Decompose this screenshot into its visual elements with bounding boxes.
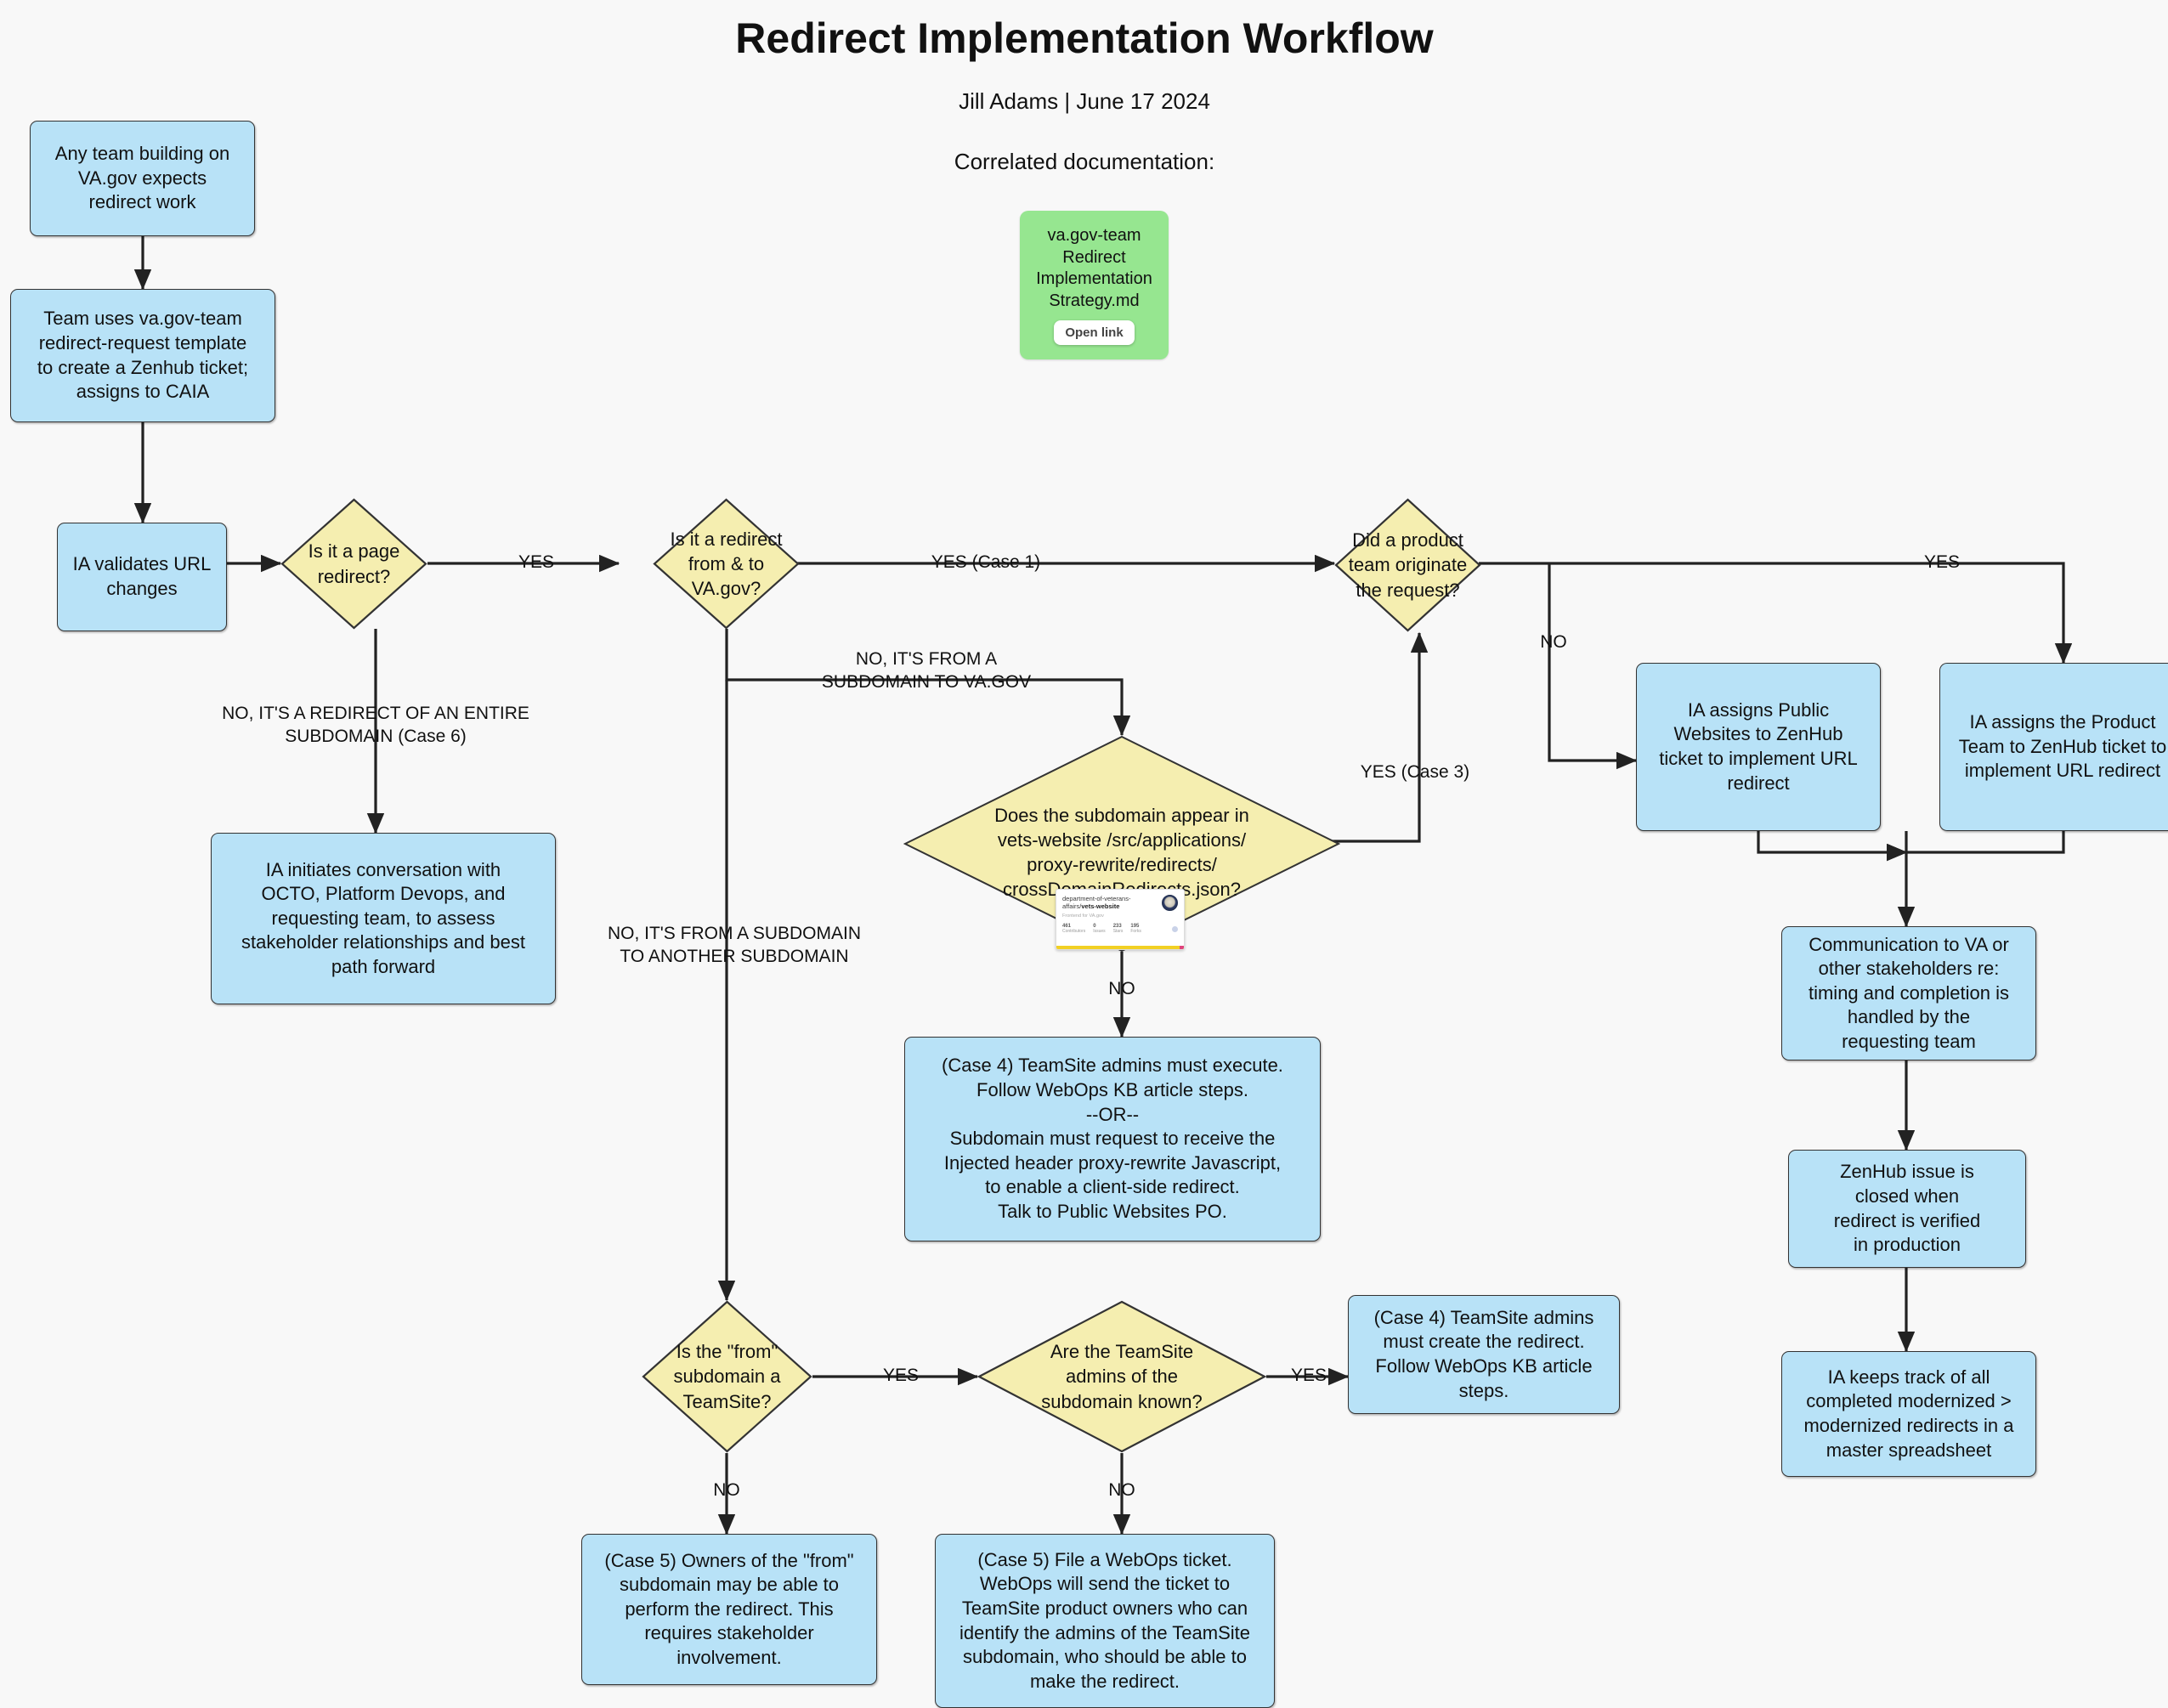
edge-label-no-product-team: NO: [1540, 632, 1567, 652]
decision-is-it-page-redirect[interactable]: Is it a page redirect?: [280, 498, 427, 630]
edge-label-no-crossdomain: NO: [1108, 979, 1135, 998]
edge-label-yes-teamsite: YES: [882, 1366, 920, 1385]
gh-repo-owner: department-of-veterans- affairs/: [1062, 895, 1131, 911]
edge-label-no-entire-subdomain: NO, IT'S A REDIRECT OF AN ENTIRE SUBDOMA…: [222, 704, 529, 747]
node-label: IA validates URL changes: [72, 553, 212, 599]
edge-label-yes-product-team: YES: [1923, 552, 1961, 572]
edge-label-no-admins-known: NO: [1108, 1480, 1135, 1500]
decision-label: Is it a page redirect?: [308, 540, 400, 587]
va-seal-icon: [1162, 895, 1178, 911]
open-link-button[interactable]: Open link: [1054, 320, 1135, 345]
node-ia-validates-url[interactable]: IA validates URL changes: [57, 523, 227, 631]
decision-from-subdomain-is-teamsite[interactable]: Is the "from" subdomain a TeamSite?: [642, 1300, 812, 1453]
diamond-shape: [653, 498, 800, 630]
edge-label-no-teamsite: NO: [713, 1480, 740, 1500]
node-label: (Case 4) TeamSite admins must execute. F…: [942, 1055, 1283, 1222]
diamond-shape: [977, 1300, 1266, 1453]
diamond-shape: [280, 498, 427, 630]
doc-card-label: va.gov-team Redirect Implementation Stra…: [1036, 226, 1152, 310]
node-label: (Case 5) Owners of the "from" subdomain …: [604, 1549, 854, 1668]
decision-teamsite-admins-known[interactable]: Are the TeamSite admins of the subdomain…: [977, 1300, 1266, 1453]
gh-language-bar: [1056, 946, 1184, 949]
node-label: (Case 4) TeamSite admins must create the…: [1373, 1306, 1594, 1401]
node-team-uses-template[interactable]: Team uses va.gov-team redirect-request t…: [10, 289, 275, 422]
diamond-shape: [1334, 498, 1481, 632]
node-label: Communication to VA or other stakeholder…: [1808, 933, 2009, 1052]
gh-repo-name: department-of-veterans- affairs/vets-web…: [1062, 895, 1162, 911]
edge-label-no-subdomain-to-vagov: NO, IT'S FROM A SUBDOMAIN TO VA.GOV: [821, 649, 1032, 693]
decision-label: Is the "from" subdomain a TeamSite?: [673, 1341, 781, 1412]
diamond-shape: [903, 735, 1340, 953]
correlated-documentation-label: Correlated documentation:: [954, 149, 1215, 174]
node-case4-teamsite-execute[interactable]: (Case 4) TeamSite admins must execute. F…: [904, 1037, 1321, 1241]
decision-label: Did a product team originate the request…: [1348, 529, 1468, 601]
decision-product-team-originated[interactable]: Did a product team originate the request…: [1334, 498, 1481, 632]
page-title: Redirect Implementation Workflow: [735, 14, 1434, 62]
github-mark-icon: [1172, 925, 1178, 932]
decision-label: Are the TeamSite admins of the subdomain…: [1041, 1341, 1203, 1412]
node-label: Any team building on VA.gov expects redi…: [54, 143, 230, 213]
github-repo-preview-card[interactable]: department-of-veterans- affairs/vets-web…: [1056, 889, 1185, 950]
node-case4-teamsite-create[interactable]: (Case 4) TeamSite admins must create the…: [1348, 1295, 1620, 1414]
byline: Jill Adams | June 17 2024: [959, 88, 1210, 114]
node-communication-to-va[interactable]: Communication to VA or other stakeholder…: [1781, 926, 2036, 1060]
node-label: Team uses va.gov-team redirect-request t…: [37, 308, 249, 403]
edge-label-yes-admins-known: YES: [1290, 1366, 1327, 1385]
doc-card-redirect-strategy[interactable]: va.gov-team Redirect Implementation Stra…: [1020, 211, 1169, 359]
diamond-shape: [642, 1300, 812, 1453]
node-label: IA keeps track of all completed moderniz…: [1803, 1366, 2014, 1461]
node-zenhub-issue-closed[interactable]: ZenHub issue is closed when redirect is …: [1788, 1150, 2026, 1268]
gh-card-top: department-of-veterans- affairs/vets-web…: [1062, 895, 1178, 911]
gh-repo-subtitle: Frontend for VA.gov: [1062, 913, 1104, 919]
edge-label-yes-case-3: YES (Case 3): [1360, 762, 1470, 782]
edge-label-yes-case-1: YES (Case 1): [931, 552, 1041, 572]
gh-repo-title: vets-website: [1081, 902, 1120, 911]
node-label: IA initiates conversation with OCTO, Pla…: [241, 858, 525, 977]
decision-subdomain-in-crossdomainredirects[interactable]: Does the subdomain appear in vets-websit…: [903, 735, 1340, 953]
node-label: IA assigns the Product Team to ZenHub ti…: [1958, 711, 2167, 782]
node-ia-assigns-public-websites[interactable]: IA assigns Public Websites to ZenHub tic…: [1636, 663, 1881, 831]
node-any-team-building[interactable]: Any team building on VA.gov expects redi…: [30, 121, 255, 236]
decision-redirect-from-and-to-vagov[interactable]: Is it a redirect from & to VA.gov?: [653, 498, 800, 630]
node-ia-assigns-product-team[interactable]: IA assigns the Product Team to ZenHub ti…: [1939, 663, 2168, 831]
node-case5-owners-from-subdomain[interactable]: (Case 5) Owners of the "from" subdomain …: [581, 1534, 877, 1685]
node-label: (Case 5) File a WebOps ticket. WebOps wi…: [959, 1548, 1250, 1692]
node-case5-file-webops-ticket[interactable]: (Case 5) File a WebOps ticket. WebOps wi…: [935, 1534, 1275, 1708]
decision-label: Is it a redirect from & to VA.gov?: [670, 528, 783, 600]
node-label: IA assigns Public Websites to ZenHub tic…: [1659, 698, 1858, 794]
edge-label-no-subdomain-to-subdomain: NO, IT'S FROM A SUBDOMAIN TO ANOTHER SUB…: [607, 924, 862, 967]
node-ia-keeps-track[interactable]: IA keeps track of all completed moderniz…: [1781, 1351, 2036, 1477]
node-label: ZenHub issue is closed when redirect is …: [1833, 1161, 1981, 1256]
edge-label-yes-page-redirect: YES: [518, 552, 555, 572]
node-ia-initiates-conversation[interactable]: IA initiates conversation with OCTO, Pla…: [211, 833, 556, 1004]
